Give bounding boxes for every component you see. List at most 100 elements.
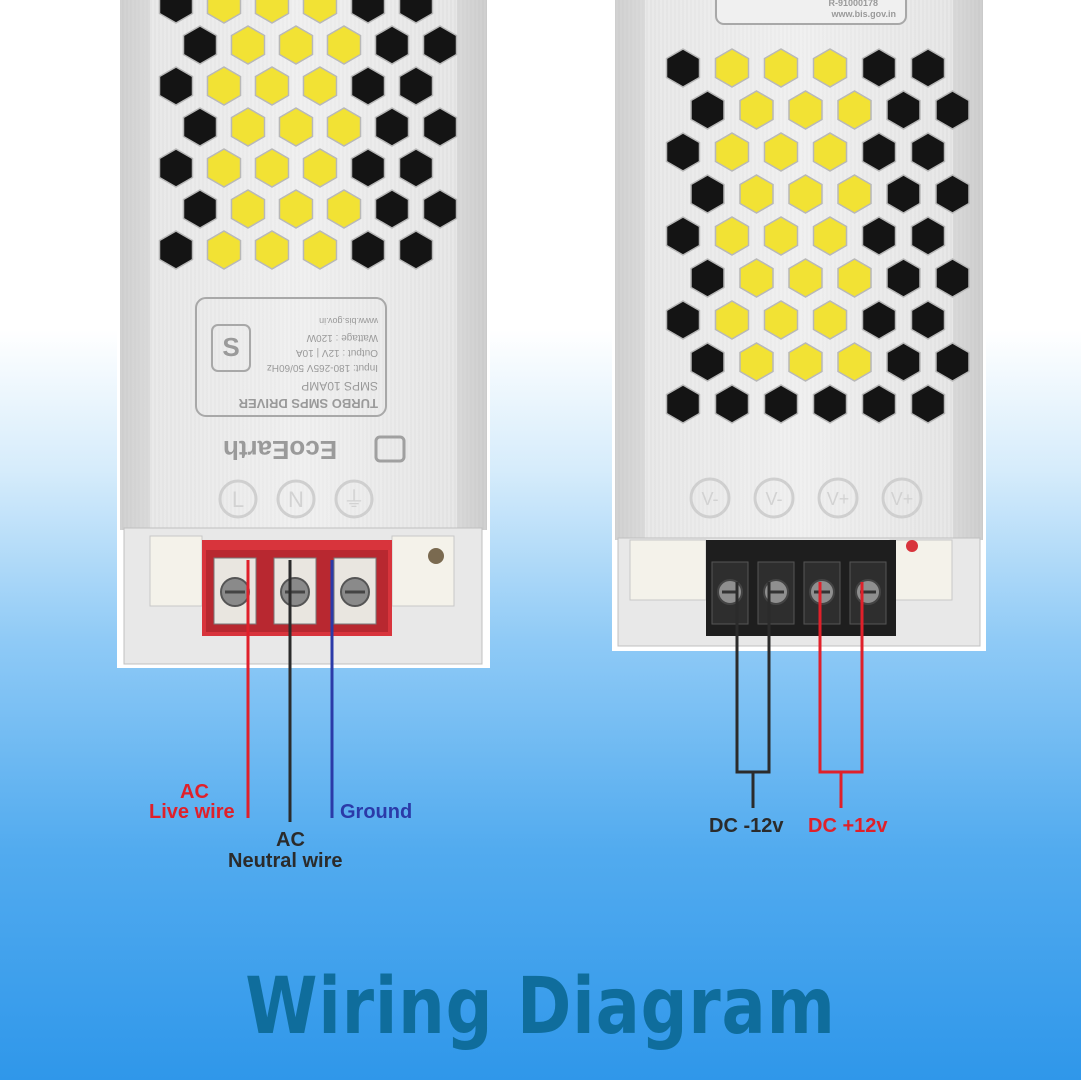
vent-hole (665, 216, 701, 256)
vent-hole (861, 384, 897, 424)
vent-hole (886, 342, 921, 382)
vent-hole (714, 384, 750, 424)
left-vent-grille (158, 0, 458, 270)
right-terminal-block (706, 540, 896, 636)
vent-hole (812, 300, 848, 340)
vent-hole (350, 148, 386, 188)
vent-hole (812, 48, 848, 88)
vent-hole (158, 230, 194, 270)
vent-hole (935, 258, 970, 298)
vent-hole (254, 230, 290, 270)
vent-hole (886, 90, 921, 130)
vent-hole (690, 342, 725, 382)
vent-hole (350, 230, 386, 270)
svg-text:S: S (222, 332, 239, 362)
vent-hole (350, 0, 386, 24)
vent-hole (739, 342, 774, 382)
left-power-supply: S TURBO SMPS DRIVER SMPS 10AMP Input: 18… (117, 0, 490, 668)
svg-text:V-: V- (701, 489, 718, 509)
vent-hole (665, 48, 701, 88)
svg-text:R-91000178: R-91000178 (828, 0, 878, 8)
vent-hole (374, 25, 410, 65)
vent-hole (158, 66, 194, 106)
vent-hole (374, 107, 410, 147)
svg-text:Output : 12V | 10A: Output : 12V | 10A (296, 347, 378, 358)
brand-logo-text: EcoEarth (223, 435, 337, 465)
vent-hole (763, 384, 799, 424)
right-power-supply: R-91000178 www.bis.gov.in V- V- V+ V+ (612, 0, 986, 651)
svg-text:N: N (288, 487, 304, 512)
vent-hole (182, 189, 218, 229)
vent-hole (763, 216, 799, 256)
vent-hole (302, 148, 338, 188)
dc-wires (735, 582, 864, 808)
left-terminal-block (202, 540, 392, 636)
right-terminal-marks: V- V- V+ V+ (689, 477, 923, 519)
svg-text:V-: V- (765, 489, 782, 509)
vent-hole (278, 189, 314, 229)
vent-hole (861, 300, 897, 340)
vent-hole (254, 148, 290, 188)
svg-text:L: L (232, 487, 244, 512)
dc-positive-wire (818, 582, 864, 808)
vent-hole (326, 107, 362, 147)
svg-text:SMPS 10AMP: SMPS 10AMP (301, 379, 378, 393)
vent-hole (690, 258, 725, 298)
vent-hole (886, 174, 921, 214)
svg-text:www.bis.gov.in: www.bis.gov.in (319, 316, 379, 326)
vent-hole (935, 90, 970, 130)
vent-hole (254, 0, 290, 24)
vent-hole (665, 132, 701, 172)
vent-hole (302, 0, 338, 24)
vent-hole (230, 25, 266, 65)
vent-hole (812, 216, 848, 256)
vent-hole (422, 25, 458, 65)
vent-hole (763, 300, 799, 340)
ac-neutral-label-line2: Neutral wire (228, 850, 343, 872)
vent-hole (861, 216, 897, 256)
vent-hole (398, 66, 434, 106)
svg-text:V+: V+ (827, 489, 850, 509)
svg-text:Input: 180-265V 50/60Hz: Input: 180-265V 50/60Hz (267, 362, 378, 373)
vent-hole (739, 174, 774, 214)
svg-text:⏚: ⏚ (343, 487, 365, 512)
ground-label: Ground (340, 801, 413, 823)
left-terminal-marks: L N ⏚ (218, 479, 374, 519)
ac-neutral-label-line1: AC (276, 829, 305, 851)
ac-live-label-line1: AC (180, 781, 209, 803)
page-title: Wiring Diagram (245, 962, 836, 1052)
vent-hole (182, 25, 218, 65)
vent-hole (837, 90, 872, 130)
ac-live-label-line2: Live wire (149, 801, 235, 823)
ac-wires (246, 560, 334, 822)
vent-hole (326, 25, 362, 65)
vent-hole (206, 230, 242, 270)
vent-hole (910, 384, 946, 424)
vent-hole (910, 48, 946, 88)
vent-hole (714, 300, 750, 340)
vent-hole (935, 342, 970, 382)
vent-hole (910, 216, 946, 256)
vent-hole (788, 174, 823, 214)
vent-hole (837, 342, 872, 382)
vent-hole (837, 174, 872, 214)
svg-text:V+: V+ (891, 489, 914, 509)
vent-hole (158, 0, 194, 24)
svg-text:TURBO SMPS DRIVER: TURBO SMPS DRIVER (238, 396, 378, 411)
vent-hole (278, 25, 314, 65)
vent-hole (714, 132, 750, 172)
vent-hole (374, 189, 410, 229)
vent-hole (837, 258, 872, 298)
vent-hole (254, 66, 290, 106)
vent-hole (763, 48, 799, 88)
vent-hole (206, 66, 242, 106)
dc-negative-label: DC -12v (709, 815, 784, 837)
vent-hole (398, 230, 434, 270)
vent-hole (690, 90, 725, 130)
svg-text:Wattage : 120W: Wattage : 120W (306, 332, 378, 343)
dc-negative-wire (735, 582, 771, 808)
vent-hole (182, 107, 218, 147)
svg-text:www.bis.gov.in: www.bis.gov.in (830, 9, 896, 19)
vent-hole (739, 258, 774, 298)
